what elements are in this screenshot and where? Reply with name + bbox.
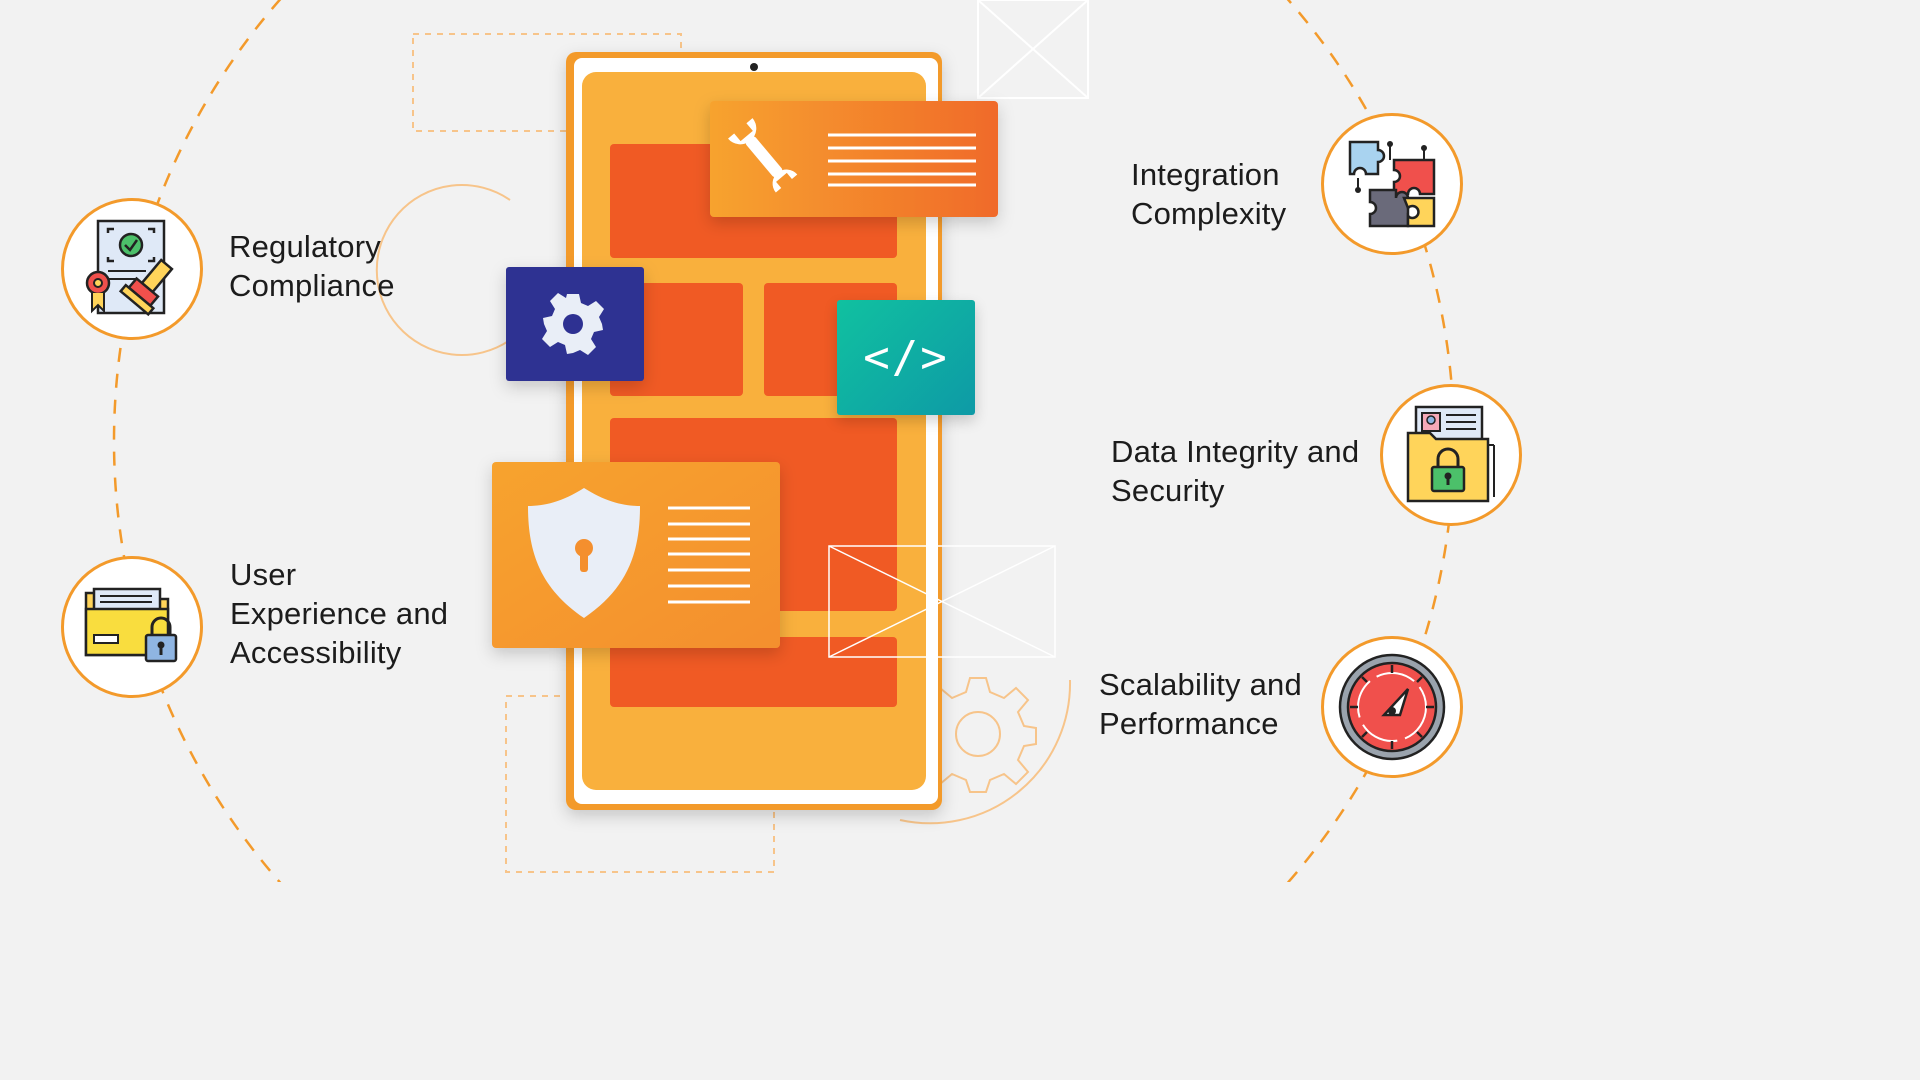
user-experience-icon-circle xyxy=(61,556,203,698)
compliance-certificate-icon xyxy=(85,219,174,317)
wrench-panel xyxy=(710,101,998,217)
regulatory-compliance-icon-circle xyxy=(61,198,203,340)
data-integrity-label: Data Integrity and Security xyxy=(1111,434,1360,508)
gear-icon xyxy=(542,293,604,355)
code-panel: </> xyxy=(837,300,975,415)
data-integrity-icon-circle xyxy=(1380,384,1522,526)
user-experience-label: User Experience and Accessibility xyxy=(230,557,449,670)
scalability-label: Scalability and Performance xyxy=(1099,667,1302,741)
wrench-icon xyxy=(728,118,798,193)
speedometer-gauge-icon xyxy=(1338,653,1446,761)
secure-folder-icon xyxy=(84,587,178,663)
gear-panel xyxy=(506,267,644,381)
shield-panel xyxy=(492,462,780,648)
integration-complexity-label: Integration Complexity xyxy=(1131,157,1287,231)
puzzle-pieces-icon xyxy=(1348,140,1436,228)
challenges-infographic: </> xyxy=(61,0,1522,882)
scalability-icon-circle xyxy=(1321,636,1463,778)
code-icon: </> xyxy=(863,332,949,383)
locked-documents-icon xyxy=(1406,405,1495,503)
shield-lock-icon xyxy=(528,488,640,618)
integration-complexity-icon-circle xyxy=(1321,113,1463,255)
regulatory-compliance-label: Regulatory Compliance xyxy=(229,229,395,303)
